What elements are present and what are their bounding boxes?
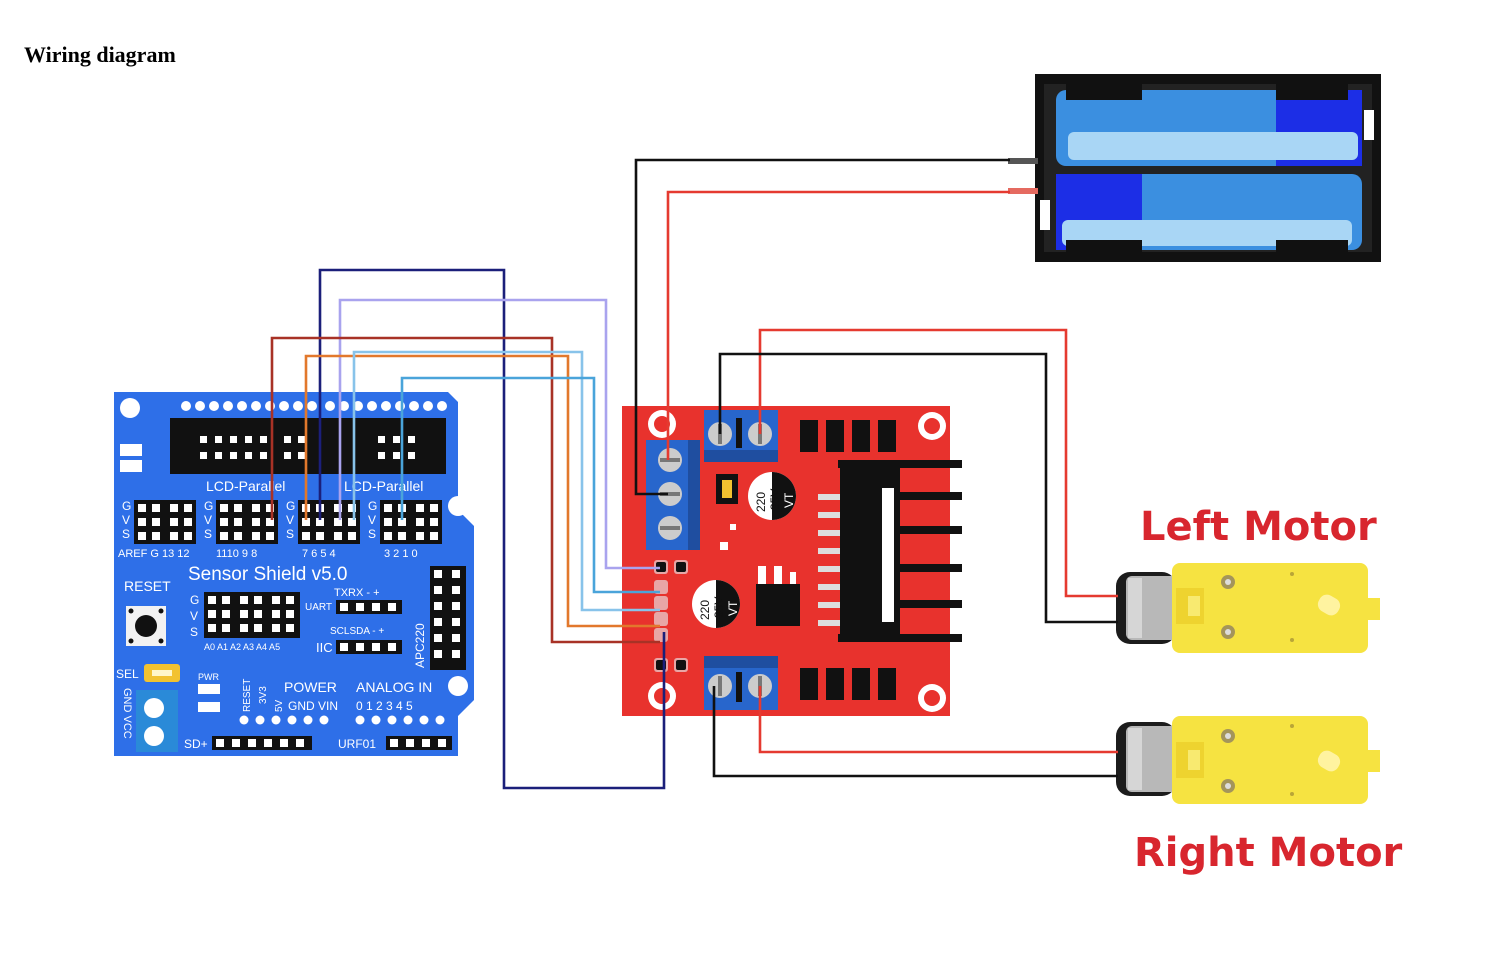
- wire-control-lavender: [338, 298, 660, 570]
- capacitor-top-voltage: 35V: [768, 489, 782, 510]
- s-label-4: S: [286, 527, 294, 541]
- battery-pack: [1008, 74, 1381, 262]
- sd-label: SD+: [184, 737, 208, 751]
- pins-3-0-labels: 3 2 1 0: [384, 548, 418, 560]
- capacitor-top: 220 35V VT: [748, 472, 796, 520]
- v-label-1: V: [122, 513, 130, 527]
- pins-7-4-labels: 7 6 5 4: [302, 548, 336, 560]
- wire-right-motor-red: [758, 686, 1118, 754]
- pins-11-8-labels: 1110 9 8: [216, 548, 257, 560]
- wire-ground-navy: [318, 268, 666, 790]
- s-label-1: S: [122, 527, 130, 541]
- analog-pin-block: [204, 592, 300, 638]
- lcd-parallel-label-left: LCD-Parallel: [206, 478, 285, 494]
- motor-b-terminal: [704, 656, 778, 710]
- s-label-5: S: [368, 527, 376, 541]
- left-motor: [1116, 563, 1380, 653]
- wire-right-motor-black: [712, 686, 1118, 778]
- battery-cell-bottom: [1056, 174, 1362, 254]
- lcd-parallel-label-right: LCD-Parallel: [344, 478, 423, 494]
- wires: [270, 158, 1118, 790]
- aref-pin-labels: AREF G 13 12: [118, 548, 190, 560]
- pwr-label: PWR: [198, 672, 219, 682]
- voltage-regulator: [756, 566, 800, 626]
- reset-button[interactable]: [126, 606, 166, 646]
- v-label-a: V: [190, 609, 198, 623]
- logic-input-header: [652, 556, 692, 674]
- capacitor-bottom-voltage: 35V: [712, 597, 726, 618]
- capacitor-bottom-code: VT: [726, 600, 740, 616]
- gnd-vin-label: GND VIN: [288, 699, 338, 713]
- sensor-shield: LCD-Parallel LCD-Parallel G V S G G V S …: [114, 392, 474, 756]
- power-label: POWER: [284, 679, 337, 695]
- urf01-label: URF01: [338, 737, 376, 751]
- motor-a-terminal: [704, 410, 778, 462]
- capacitor-top-code: VT: [782, 492, 796, 508]
- wire-control-lightblue: [352, 350, 660, 612]
- wire-left-motor-red: [758, 328, 1118, 598]
- txrx-label: TXRX - +: [334, 587, 380, 599]
- diode-row-bottom: [800, 668, 896, 700]
- apc220-label: APC220: [413, 623, 427, 668]
- right-motor: [1116, 716, 1380, 804]
- g-label-a: G: [190, 593, 199, 607]
- right-motor-label: Right Motor: [1134, 830, 1403, 876]
- g-label-1: G: [122, 499, 131, 513]
- v-label-3: V: [204, 513, 212, 527]
- s-label-3: S: [204, 527, 212, 541]
- wire-left-motor-black: [718, 352, 1118, 624]
- wire-control-skyblue: [400, 376, 660, 594]
- v-label-4: V: [286, 513, 294, 527]
- g-label-3: G: [204, 499, 213, 513]
- l298n-chip: [818, 460, 962, 642]
- wire-control-orange: [304, 354, 660, 628]
- wire-battery-positive: [666, 190, 1010, 460]
- left-motor-label: Left Motor: [1140, 504, 1377, 550]
- reset-vertical-label: RESET: [242, 679, 253, 712]
- capacitor-bottom: 220 35V VT: [692, 580, 740, 628]
- gndvcc-label: GND VCC: [121, 688, 133, 739]
- s-label-a: S: [190, 625, 198, 639]
- wire-battery-negative: [634, 158, 1010, 496]
- v-label-5: V: [368, 513, 376, 527]
- 3v3-label: 3V3: [258, 686, 269, 704]
- capacitor-top-value: 220: [754, 492, 768, 512]
- motor-driver-board: 220 35V VT 220 35V VT: [622, 406, 962, 716]
- analog-in-label: ANALOG IN: [356, 679, 432, 695]
- page-heading: Wiring diagram: [24, 42, 176, 67]
- uart-header: [336, 600, 402, 614]
- analog-numbers: 0 1 2 3 4 5: [356, 699, 413, 713]
- shield-title: Sensor Shield v5.0: [188, 564, 348, 585]
- uart-label: UART: [305, 602, 332, 613]
- battery-cell-top: [1056, 84, 1362, 166]
- wire-control-darkred: [270, 336, 660, 644]
- iic-header: [336, 640, 402, 654]
- sel-label: SEL: [116, 667, 139, 681]
- capacitor-bottom-value: 220: [698, 600, 712, 620]
- diode-row-top: [800, 420, 896, 452]
- g-label-4: G: [286, 499, 295, 513]
- iic-label: IIC: [316, 640, 333, 655]
- g-label-5: G: [368, 499, 377, 513]
- sclsda-label: SCLSDA - +: [330, 626, 384, 637]
- analog-pin-labels: A0 A1 A2 A3 A4 A5: [204, 642, 280, 652]
- 5v-label: 5V: [274, 699, 285, 712]
- reset-label: RESET: [124, 578, 171, 594]
